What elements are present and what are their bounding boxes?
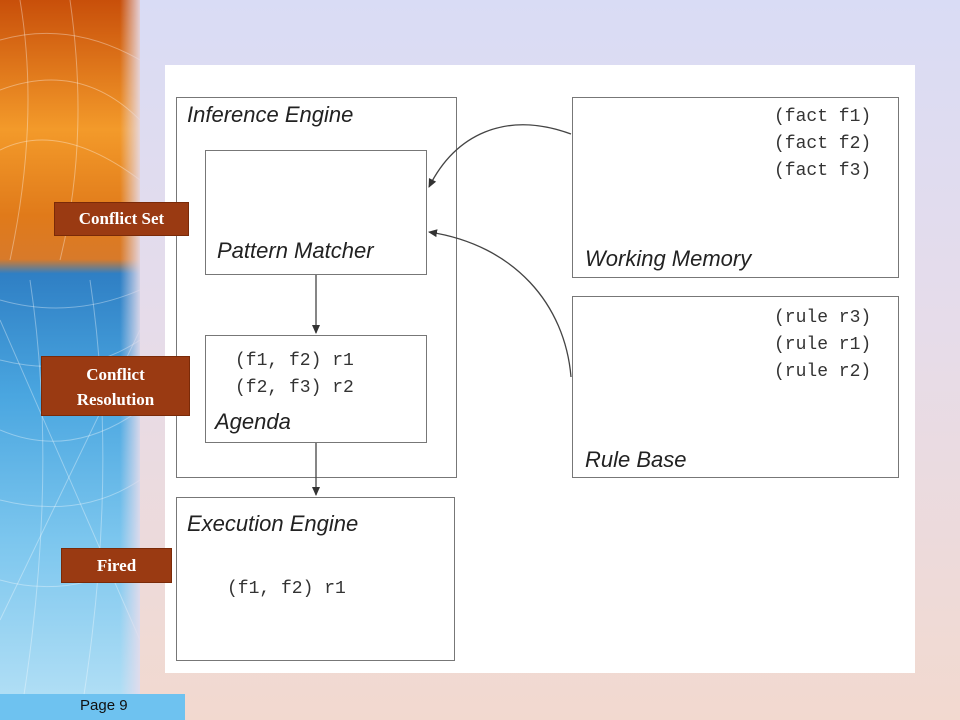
agenda-line-2: (f2, f3) r2 xyxy=(235,378,354,398)
agenda-line-1: (f1, f2) r1 xyxy=(235,351,354,371)
working-memory-box xyxy=(572,97,899,278)
agenda-box xyxy=(205,335,427,443)
arrow-working-memory-to-pattern-matcher xyxy=(428,124,572,188)
inference-engine-title: Inference Engine xyxy=(187,102,354,127)
working-memory-line-3: (fact f3) xyxy=(774,161,872,181)
rule-base-box xyxy=(572,296,899,478)
execution-engine-box xyxy=(176,497,455,661)
working-memory-line-2: (fact f2) xyxy=(774,134,872,154)
rule-base-line-1: (rule r3) xyxy=(774,308,872,328)
conflict-resolution-label: Conflict Resolution xyxy=(41,356,190,416)
conflict-set-label: Conflict Set xyxy=(54,202,189,236)
page-number: Page 9 xyxy=(80,697,128,714)
execution-engine-title: Execution Engine xyxy=(187,511,359,536)
rule-base-line-2: (rule r1) xyxy=(774,335,872,355)
rule-base-title: Rule Base xyxy=(585,447,687,472)
fired-label: Fired xyxy=(61,548,172,583)
pattern-matcher-title: Pattern Matcher xyxy=(217,238,374,263)
footer-bar xyxy=(0,694,185,720)
working-memory-title: Working Memory xyxy=(585,246,752,271)
working-memory-line-1: (fact f1) xyxy=(774,107,872,127)
rule-base-line-3: (rule r2) xyxy=(774,362,872,382)
expert-system-diagram: Inference Engine Pattern Matcher (f1, f2… xyxy=(165,65,915,673)
arrow-rule-base-to-pattern-matcher xyxy=(428,229,572,378)
diagram-arrows xyxy=(312,124,572,496)
agenda-title: Agenda xyxy=(215,409,291,434)
execution-engine-line-1: (f1, f2) r1 xyxy=(227,579,346,599)
pattern-matcher-box xyxy=(205,150,427,275)
